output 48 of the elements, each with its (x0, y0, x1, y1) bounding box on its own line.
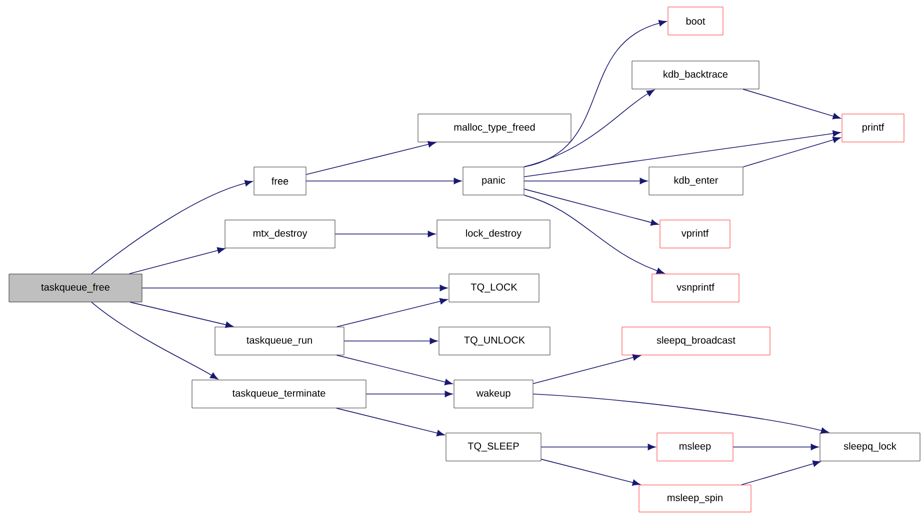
arrow (524, 130, 841, 178)
function-box: mtx_destroy (224, 220, 336, 248)
arrow (334, 230, 436, 238)
arrow (366, 390, 453, 398)
function-box: taskqueue_free (8, 274, 142, 302)
function-box: printf (842, 114, 904, 142)
arrow (91, 180, 253, 274)
function-box: free (254, 166, 306, 196)
function-box: TQ_LOCK (448, 274, 540, 302)
function-box: TQ_SLEEP (446, 432, 542, 462)
arrow (128, 247, 226, 274)
function-box: sleepq_lock (820, 432, 920, 462)
function-box: kdb_backtrace (632, 60, 760, 90)
function-box: panic (462, 166, 524, 196)
function-box: vprintf (660, 220, 730, 248)
arrow (306, 141, 436, 175)
arrow (741, 460, 821, 486)
function-box: taskqueue_run (214, 326, 344, 356)
function-box: lock_destroy (436, 220, 550, 248)
arrow (336, 298, 448, 328)
function-box: malloc_type_freed (418, 114, 572, 142)
arrow (336, 408, 445, 436)
function-box: TQ_UNLOCK (438, 326, 550, 356)
arrow (344, 338, 438, 344)
arrow (306, 178, 462, 184)
function-box: sleepq_broadcast (622, 326, 770, 356)
arrow (142, 284, 448, 292)
arrow (742, 136, 841, 168)
arrow (732, 444, 819, 450)
arrow (524, 178, 648, 184)
function-box: taskqueue_terminate (192, 380, 366, 408)
function-box: boot (668, 6, 724, 36)
function-box: vsnprintf (652, 274, 740, 302)
arrow (540, 444, 656, 450)
arrow (532, 354, 641, 384)
arrow (336, 354, 453, 386)
arrow (540, 458, 640, 486)
arrow (524, 90, 655, 168)
arrow (532, 394, 829, 434)
function-box: msleep_spin (638, 484, 752, 512)
arrow (91, 302, 218, 380)
function-box: kdb_enter (648, 166, 744, 196)
function-box: wakeup (454, 380, 534, 408)
arrow (742, 88, 841, 120)
arrow (130, 302, 234, 328)
function-box: msleep (656, 432, 734, 462)
arrow (524, 194, 664, 274)
arrow (524, 188, 659, 226)
